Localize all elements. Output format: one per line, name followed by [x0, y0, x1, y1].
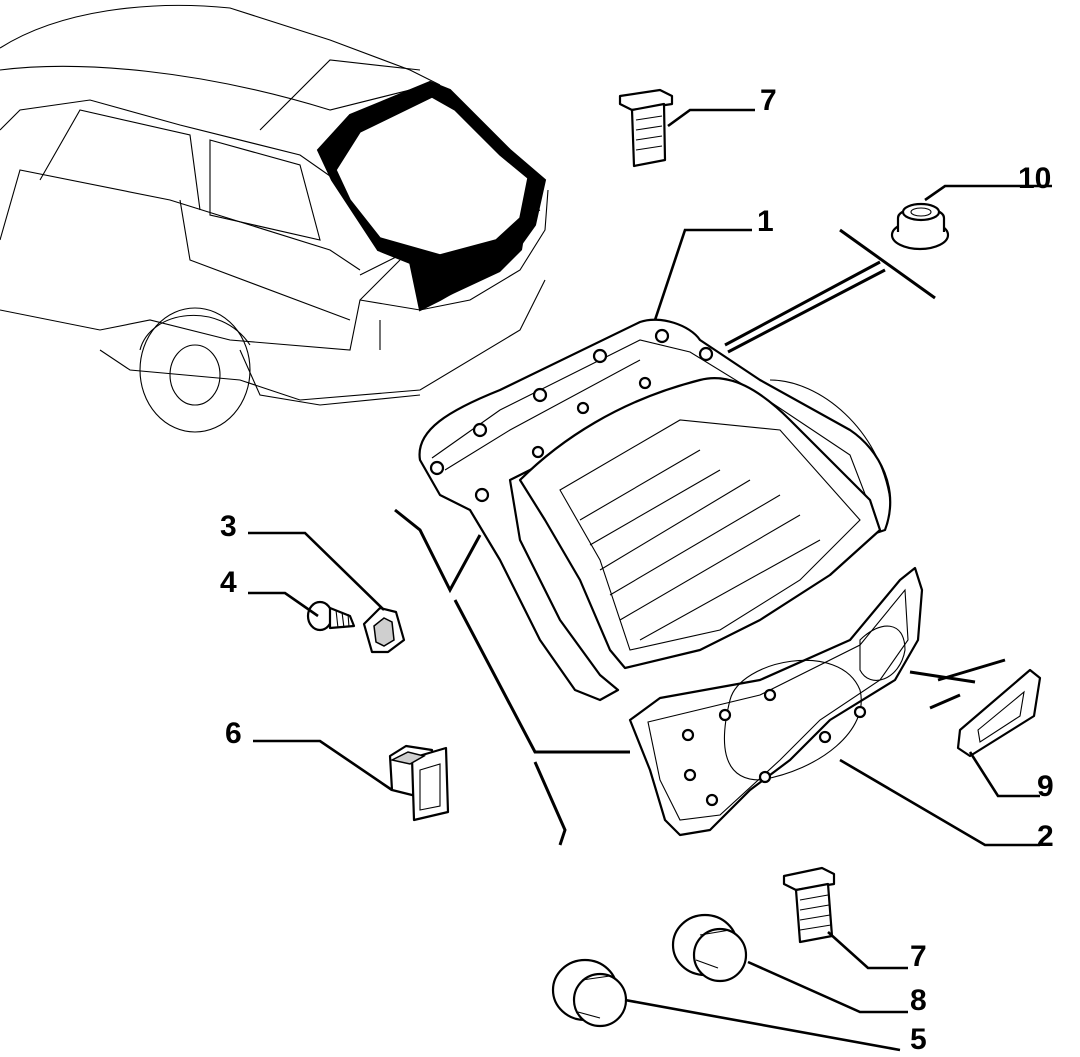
callout-7-bottom: 7: [910, 940, 927, 973]
assembly-lines: [394, 228, 1006, 846]
cover-plate: [956, 668, 1042, 758]
bracket-switch: [388, 744, 450, 822]
push-clip-bottom: [782, 866, 836, 944]
callout-5: 5: [910, 1023, 927, 1056]
push-clip-top: [618, 88, 674, 168]
retainer-clip: [362, 606, 406, 654]
callout-1: 1: [757, 205, 774, 238]
lower-trim-panel: [628, 566, 924, 837]
callout-3: 3: [220, 510, 237, 543]
tailgate-frame: [418, 318, 892, 702]
plug-8: [671, 913, 748, 983]
screw: [306, 600, 356, 632]
callout-8: 8: [910, 984, 927, 1017]
callout-9: 9: [1037, 770, 1054, 803]
plug-5: [551, 958, 628, 1028]
callout-6: 6: [225, 717, 242, 750]
callout-10: 10: [1018, 162, 1052, 195]
grommet: [890, 202, 950, 251]
callout-2: 2: [1037, 820, 1054, 853]
leader-lines: [248, 108, 1052, 1052]
callout-7-top: 7: [760, 84, 777, 117]
callout-4: 4: [220, 566, 237, 599]
car-outline: [0, 4, 549, 433]
